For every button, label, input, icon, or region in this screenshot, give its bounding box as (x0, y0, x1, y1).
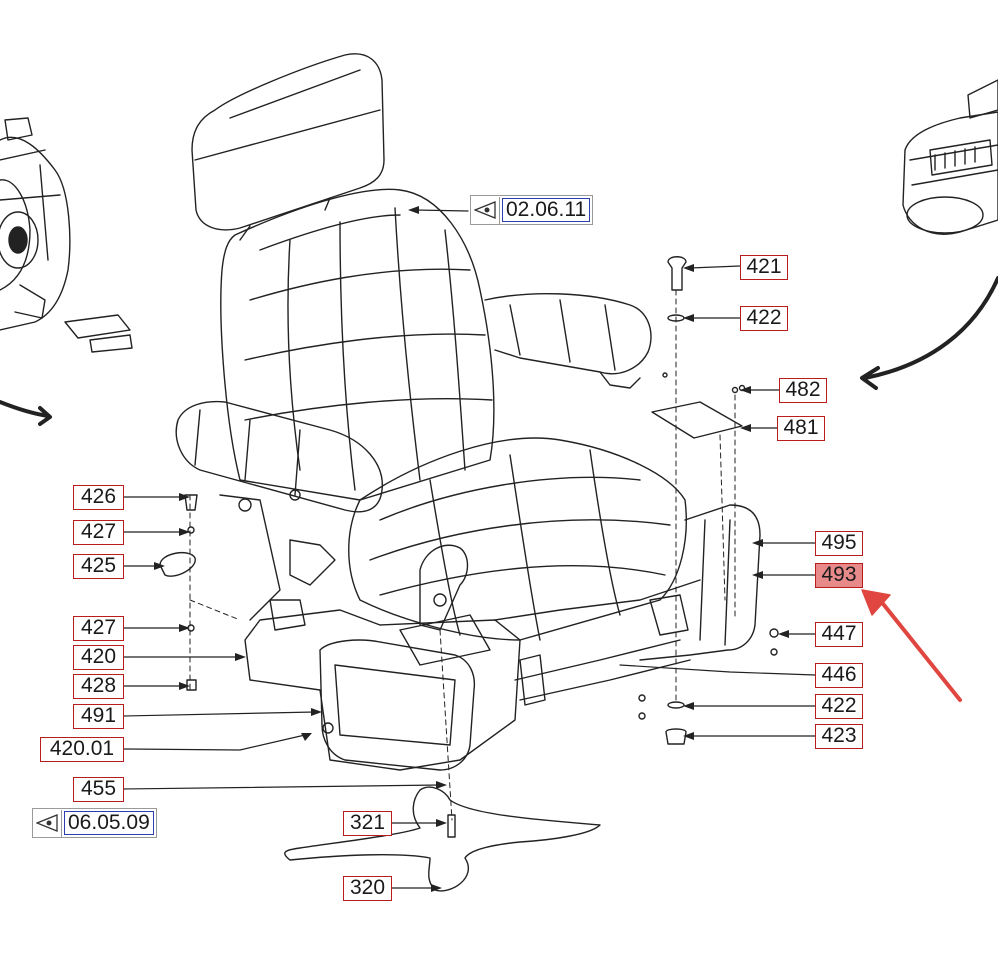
hardware-parts (159, 256, 779, 892)
callout-321[interactable]: 321 (343, 811, 392, 836)
callout-482[interactable]: 482 (779, 378, 827, 403)
callout-495[interactable]: 495 (815, 531, 863, 556)
callout-425[interactable]: 425 (73, 554, 124, 579)
callout-422-top[interactable]: 422 (740, 306, 788, 331)
leader-arrowheads (154, 206, 789, 892)
right-context-assembly (902, 79, 998, 235)
leader-lines (123, 209, 816, 889)
callout-427-lower[interactable]: 427 (73, 616, 124, 641)
left-flow-arrow (0, 400, 50, 418)
callout-422-bottom[interactable]: 422 (815, 694, 863, 719)
callout-428[interactable]: 428 (73, 674, 124, 699)
reference-code: 06.05.09 (64, 811, 154, 835)
callout-481[interactable]: 481 (777, 416, 825, 441)
callout-420[interactable]: 420 (73, 645, 124, 670)
reference-code: 02.06.11 (502, 198, 591, 222)
seat-assembly (175, 53, 761, 771)
callout-455[interactable]: 455 (73, 777, 124, 802)
eye-reference-icon (471, 196, 500, 224)
callout-491[interactable]: 491 (73, 704, 124, 729)
callout-423[interactable]: 423 (815, 724, 863, 749)
assembly-axis-lines (189, 289, 736, 821)
callout-427-upper[interactable]: 427 (73, 520, 124, 545)
left-context-assembly (0, 117, 133, 353)
callout-420-01[interactable]: 420.01 (40, 737, 124, 762)
callout-446[interactable]: 446 (815, 663, 863, 688)
reference-bottom[interactable]: 06.05.09 (32, 808, 157, 838)
callout-421[interactable]: 421 (740, 255, 788, 280)
right-flow-arrow (863, 276, 998, 380)
reference-top[interactable]: 02.06.11 (470, 195, 594, 225)
callout-493-highlighted[interactable]: 493 (815, 563, 863, 588)
callout-426[interactable]: 426 (73, 485, 124, 510)
red-pointer-arrow-icon (861, 589, 962, 702)
callout-447[interactable]: 447 (815, 622, 863, 647)
callout-320[interactable]: 320 (343, 876, 392, 901)
eye-reference-icon (33, 809, 62, 837)
